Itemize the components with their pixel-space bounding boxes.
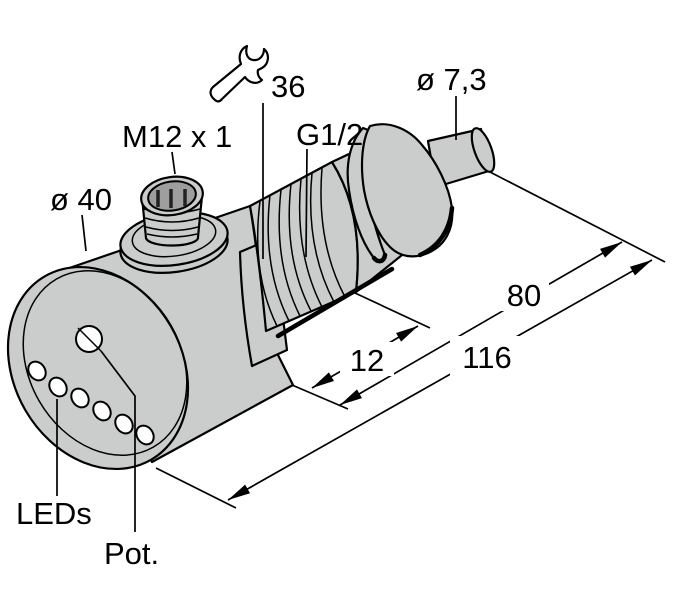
pot-slot (77, 327, 102, 352)
label-dim-80: 80 (507, 278, 541, 313)
sensor-body (6, 123, 496, 471)
label-wrench-size: 36 (271, 69, 305, 104)
dimension-line-116 (227, 259, 653, 501)
led-hole (27, 360, 47, 382)
leader-process-thread (305, 148, 308, 258)
labels: ø 40 M12 x 1 36 G1/2 ø 7,3 80 116 12 LED… (16, 62, 541, 571)
label-pot: Pot. (104, 536, 159, 571)
label-process-thread: G1/2 (296, 117, 363, 152)
dimension-lines (227, 241, 653, 501)
front-face (6, 265, 190, 471)
connector-pins (156, 189, 187, 208)
leader-connector (171, 151, 176, 175)
process-thread-section (248, 160, 359, 333)
leader-pot (100, 350, 136, 532)
label-body-diameter: ø 40 (50, 182, 112, 217)
led-hole (135, 424, 155, 446)
led-hole (48, 376, 68, 398)
led-hole (114, 413, 134, 435)
paddle-tip-shaft (426, 127, 496, 189)
label-tip-diameter: ø 7,3 (416, 62, 487, 97)
label-connector-thread: M12 x 1 (122, 119, 232, 154)
wrench-icon (209, 44, 269, 103)
label-leds: LEDs (16, 496, 92, 531)
label-dim-12: 12 (350, 343, 384, 378)
led-holes (27, 360, 155, 446)
leader-body-diameter (81, 214, 87, 252)
led-hole (92, 400, 112, 422)
led-hole (70, 387, 90, 409)
m12-connector (119, 175, 229, 274)
label-dim-116: 116 (462, 340, 511, 375)
leader-lines (56, 96, 457, 532)
